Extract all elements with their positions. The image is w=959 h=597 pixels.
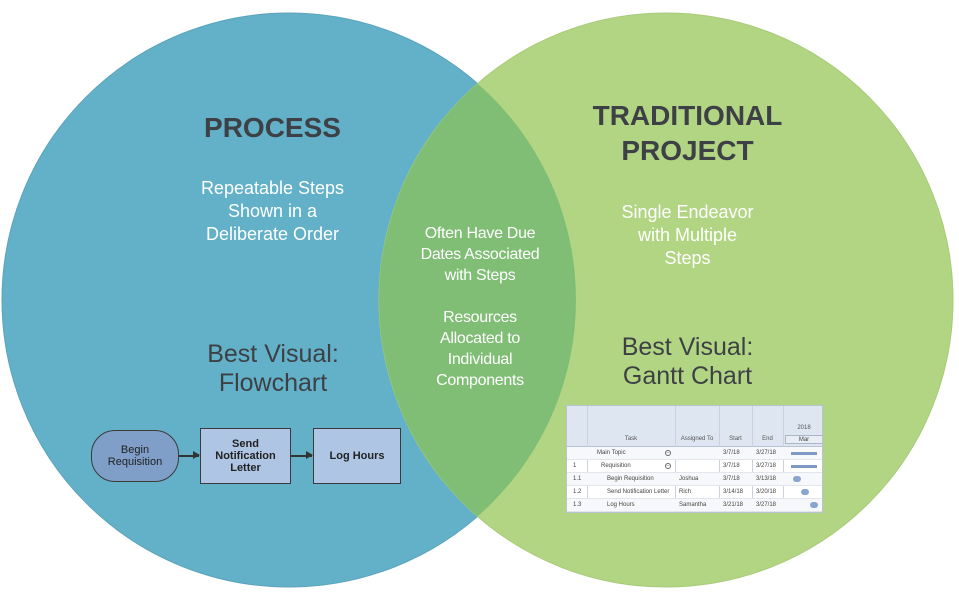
gantt-summary-bar [791,452,817,455]
gantt-task-bar [801,489,809,495]
gantt-row-end: 3/13/18 [756,476,777,482]
gantt-row-id: 1 [573,463,577,469]
gantt-row-task: Main Topic [597,450,626,456]
gantt-chart-thumbnail: Task Assigned To Start End 2018 Mar Main… [566,405,823,513]
gantt-header-end: End [762,436,773,442]
gantt-header-assigned: Assigned To [680,436,714,442]
overlap-resources: Resources Allocated to Individual Compon… [436,309,524,389]
project-best-visual: Best Visual: Gantt Chart [621,333,754,390]
flow-arrow-2 [291,452,313,458]
gantt-row: 1.2 Send Notification Letter Rich 3/14/18 3/… [567,486,822,499]
project-title: TRADITIONAL PROJECT [592,100,783,166]
gantt-task-bar [793,476,801,482]
gantt-row-end: 3/27/18 [756,463,777,469]
gantt-summary-bar [791,465,817,468]
gantt-row: Main Topic − 3/7/18 3/27/18 [567,447,822,460]
gantt-row-end: 3/27/18 [756,502,777,508]
gantt-row-start: 3/7/18 [723,463,740,469]
gantt-rows: Main Topic − 3/7/18 3/27/18 1 Requisition − 3/7… [567,447,822,512]
flow-node-send-notification: Send Notification Letter [200,428,291,484]
gantt-year: 2018 [797,425,811,431]
gantt-row: 1.1 Begin Requisition Joshua 3/7/18 3/13/18 [567,473,822,486]
gantt-row-assigned: Joshua [679,476,699,482]
gantt-row-assigned: Rich [679,489,692,495]
gantt-row-start: 3/7/18 [723,476,740,482]
gantt-row-assigned: Samantha [679,502,707,508]
gantt-header [567,406,822,447]
collapse-icon: − [665,463,671,469]
gantt-header-task: Task [624,436,638,442]
flow-node-log-hours: Log Hours [313,428,401,484]
gantt-row-start: 3/21/18 [723,502,744,508]
gantt-row-id: 1.3 [573,502,582,508]
process-best-visual: Best Visual: Flowchart [207,340,339,397]
gantt-row-start: 3/14/18 [723,489,744,495]
flow-node-begin-requisition: Begin Requisition [91,430,179,482]
gantt-row-id: 1.2 [573,489,582,495]
gantt-task-bar [810,502,818,508]
gantt-row-task: Send Notification Letter [607,489,670,495]
process-title: PROCESS [204,112,341,143]
gantt-month: Mar [785,435,822,444]
process-description: Repeatable Steps Shown in a Deliberate O… [200,178,345,244]
gantt-row-task: Requisition [601,463,631,469]
gantt-row: 1 Requisition − 3/7/18 3/27/18 [567,460,822,473]
collapse-icon: − [665,450,671,456]
overlap-region [379,13,576,587]
overlap-due-dates: Often Have Due Dates Associated with Ste… [420,225,540,284]
gantt-row-end: 3/20/18 [756,489,777,495]
gantt-row-task: Log Hours [607,502,635,508]
gantt-row-start: 3/7/18 [723,450,740,456]
gantt-row-task: Begin Requisition [607,476,654,482]
gantt-header-start: Start [729,436,742,442]
flow-arrow-1 [179,452,200,458]
gantt-row-end: 3/27/18 [756,450,777,456]
gantt-row: 1.3 Log Hours Samantha 3/21/18 3/27/18 [567,499,822,512]
gantt-row-id: 1.1 [573,476,582,482]
project-description: Single Endeavor with Multiple Steps [621,202,754,268]
